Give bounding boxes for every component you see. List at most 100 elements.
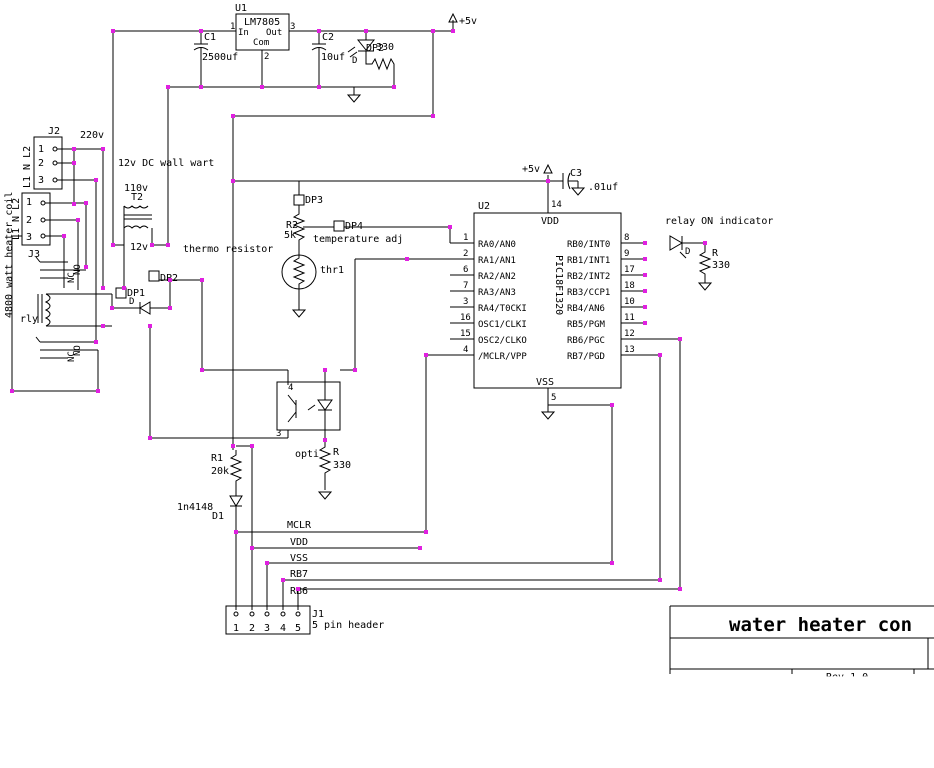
d-label-ind: D [685, 247, 690, 257]
pin-name: /MCLR/VPP [478, 352, 527, 362]
relay-label: rly [20, 314, 38, 325]
pin-num: 12 [624, 329, 635, 339]
d-label-led2: D [352, 56, 357, 66]
j3-side-label: L1 N L2 [11, 198, 22, 240]
u1-in: In [238, 28, 249, 38]
pin-name: RB4/AN6 [567, 304, 605, 314]
no-label-lower: NO [73, 345, 83, 356]
c1-label: C1 [204, 32, 216, 43]
subtitle-text: Rev 1.0 [826, 672, 868, 683]
u1-com: Com [253, 38, 269, 48]
pin-num: 13 [624, 345, 635, 355]
v110-label: 110v [124, 183, 148, 194]
led2-resistor [365, 51, 395, 87]
u2-label: U2 [478, 201, 490, 212]
indicator-resistor [698, 243, 712, 283]
pin-name: RB2/INT2 [567, 272, 610, 282]
r-opti-label: R [333, 447, 340, 458]
flyback-diode-icon [139, 301, 151, 315]
pin14-label: 14 [551, 200, 562, 210]
pin-num: 11 [624, 313, 635, 323]
pin-name: RA0/AN0 [478, 240, 516, 250]
r1-value: 20k [211, 466, 229, 477]
r-ind-value: 330 [712, 260, 730, 271]
j2-label: J2 [48, 126, 60, 137]
u1-label: U1 [235, 3, 247, 14]
mcu-section: U2 VDD VSS 14 5 PIC18F1320 1 RA0/AN0 2 R… [426, 163, 773, 589]
u1-pin1: 1 [230, 22, 235, 32]
d1-part-label: 1n4148 [177, 502, 213, 513]
j3-label: J3 [28, 249, 40, 260]
pin-name: RB3/CCP1 [567, 288, 610, 298]
vcc-mid-label: +5v [522, 164, 540, 175]
bus-vss-label: VSS [290, 553, 308, 564]
left-pins: 1 RA0/AN0 2 RA1/AN1 6 RA2/AN2 7 RA3/AN3 … [426, 233, 527, 362]
pin-num: 18 [624, 281, 635, 291]
pin-num: 10 [624, 297, 635, 307]
pin-num: 6 [463, 265, 468, 275]
indicator-led-icon [669, 235, 683, 251]
transformer-primary-icon [123, 205, 149, 209]
thermo-label: thermo resistor [183, 244, 273, 255]
j1-desc: 5 pin header [312, 620, 384, 631]
d1-label: D1 [212, 511, 224, 522]
r-opti-value: 330 [333, 460, 351, 471]
vcc-arrow-icon [448, 12, 458, 23]
r2-value: 5k [284, 230, 296, 241]
r2-label: R2 [286, 220, 298, 231]
pin-num: 9 [624, 249, 629, 259]
pin-name: RB1/INT1 [567, 256, 610, 266]
pin-num: 16 [460, 313, 471, 323]
pin-num: 8 [624, 233, 629, 243]
bus-rb7-label: RB7 [290, 569, 308, 580]
bus-vdd-label: VDD [290, 537, 308, 548]
v12-label: 12v [130, 242, 148, 253]
u1-pin3: 3 [290, 22, 295, 32]
dp1-pad [115, 287, 127, 299]
heater-label: 4800 watt heater coil [4, 192, 15, 318]
junction-nodes [10, 29, 707, 591]
pot-r2-icon [292, 205, 306, 250]
pin-name: RB0/INT0 [567, 240, 610, 250]
j2-side-label: L1 N L2 [22, 146, 33, 188]
power-led-icon [356, 39, 376, 51]
j1-pin5: 5 [295, 623, 301, 634]
chip-part-label: PIC18F1320 [553, 255, 564, 315]
bus-mclr-label: MCLR [287, 520, 312, 531]
c1-value: 2500uf [202, 52, 238, 63]
nc-label-upper: NC [67, 272, 77, 283]
ground-icon [570, 187, 586, 196]
j1-label: J1 [312, 609, 324, 620]
c2-value: 10uf [321, 52, 345, 63]
pin-num: 7 [463, 281, 468, 291]
header-j1 [225, 605, 311, 635]
c2-label: C2 [322, 32, 334, 43]
relay-coil-icon [44, 293, 51, 327]
j3-pin2: 2 [26, 215, 32, 226]
opti-pin3: 3 [276, 429, 281, 439]
j1-pin4: 4 [280, 623, 286, 634]
u1-pin2: 2 [264, 52, 269, 62]
dp3-pad [293, 194, 305, 206]
vss-label: VSS [536, 377, 554, 388]
vcc-top-label: +5v [459, 16, 477, 27]
programming-section: R1 20k 1n4148 D1 MCLR VDD VSS RB7 RB6 1 … [177, 355, 680, 635]
title-block: water heater con Rev 1.0 [669, 605, 934, 683]
thermistor-label: thr1 [320, 265, 344, 276]
pin-num: 4 [463, 345, 468, 355]
pin-name: RA1/AN1 [478, 256, 516, 266]
u1-out: Out [266, 28, 282, 38]
opti-pin4: 4 [288, 383, 293, 393]
r1-resistor [229, 450, 243, 493]
pin-name: OSC2/CLKO [478, 336, 527, 346]
opti-resistor [318, 440, 332, 490]
c3-label: C3 [570, 168, 582, 179]
pin-name: RB7/PGD [567, 352, 605, 362]
ground-icon [697, 282, 713, 291]
no-label-upper: NO [73, 264, 83, 275]
ground-icon [346, 94, 362, 103]
transformer-secondary-icon [123, 225, 149, 229]
pin-num: 17 [624, 265, 635, 275]
pin-num: 2 [463, 249, 468, 259]
